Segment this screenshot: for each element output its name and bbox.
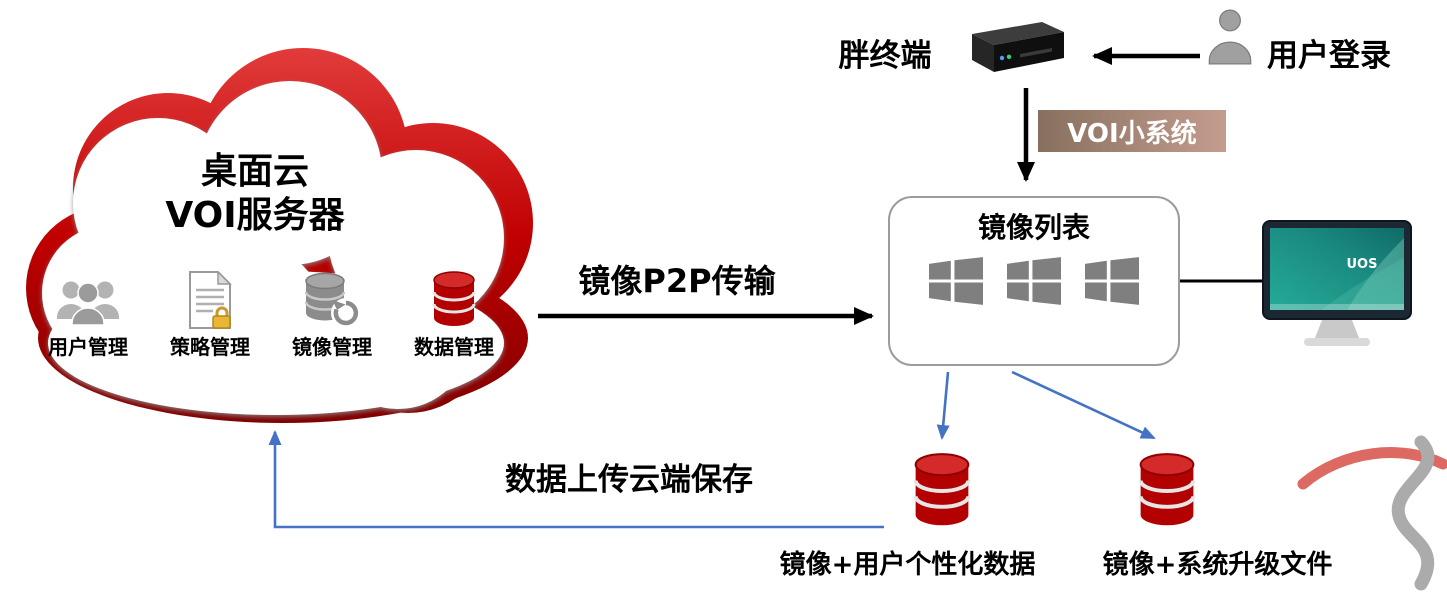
monitor-os-label: UOS bbox=[1347, 257, 1378, 272]
p2p-transfer-label: 镜像P2P传输 bbox=[578, 262, 776, 300]
cloud-title-line1: 桌面云 bbox=[200, 151, 309, 192]
image-database-refresh-icon bbox=[304, 272, 361, 328]
brush-decoration bbox=[1297, 435, 1447, 591]
storage-personal-data-label: 镜像+用户个性化数据 bbox=[779, 550, 1036, 580]
data-database-icon bbox=[432, 271, 476, 326]
module-data-management: 数据管理 bbox=[414, 271, 494, 360]
fat-terminal-label: 胖终端 bbox=[838, 38, 932, 74]
upload-return-arrow bbox=[268, 430, 884, 529]
windows-logo-icon bbox=[929, 256, 983, 305]
windows-logo-icon bbox=[1007, 256, 1061, 305]
fat-terminal-device-icon bbox=[972, 22, 1064, 72]
windows-logo-icon bbox=[1085, 256, 1139, 305]
cloud-title: 桌面云 VOI服务器 bbox=[60, 150, 450, 238]
user-silhouette-icon bbox=[1208, 9, 1252, 65]
users-group-icon bbox=[57, 281, 119, 326]
upgrade-file-arrow bbox=[1011, 370, 1156, 440]
windows-logo-row bbox=[890, 256, 1178, 305]
image-list-box: 镜像列表 bbox=[888, 196, 1180, 366]
database-icon bbox=[913, 453, 971, 526]
database-icon bbox=[1138, 453, 1196, 526]
uos-monitor-icon: UOS bbox=[1262, 220, 1412, 346]
module-image-management: 镜像管理 bbox=[292, 271, 372, 360]
storage-upgrade-file-label: 镜像+系统升级文件 bbox=[1102, 550, 1333, 580]
cloud-title-line2: VOI服务器 bbox=[165, 194, 345, 236]
module-label: 策略管理 bbox=[170, 335, 250, 359]
module-user-management: 用户管理 bbox=[48, 277, 128, 360]
module-label: 数据管理 bbox=[414, 335, 494, 359]
voi-system-badge: VOI小系统 bbox=[1038, 110, 1226, 152]
module-policy-management: 策略管理 bbox=[170, 271, 250, 360]
user-login-label: 用户登录 bbox=[1267, 38, 1391, 74]
personal-data-arrow bbox=[936, 371, 950, 440]
cloud-modules: 用户管理 策略管理 bbox=[48, 246, 494, 360]
module-label: 镜像管理 bbox=[292, 335, 372, 359]
upload-to-cloud-label: 数据上传云端保存 bbox=[505, 462, 753, 498]
policy-document-lock-icon bbox=[189, 271, 232, 329]
image-list-title: 镜像列表 bbox=[977, 211, 1090, 244]
module-label: 用户管理 bbox=[48, 335, 128, 359]
